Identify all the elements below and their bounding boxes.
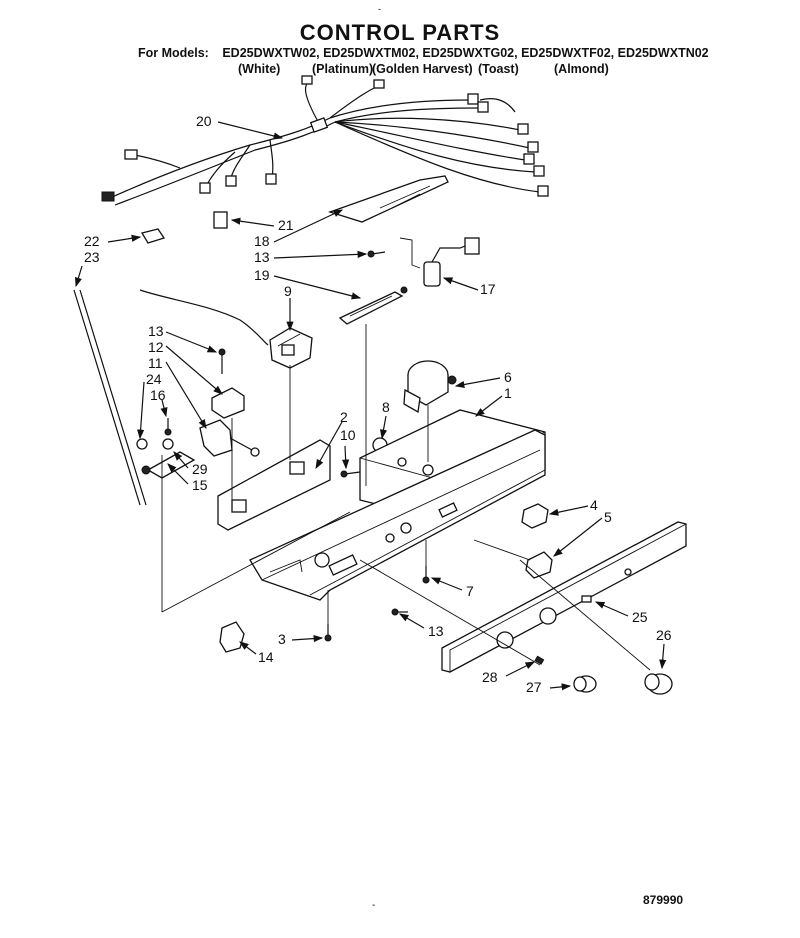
- color-golden-harvest: (Golden Harvest): [372, 62, 473, 76]
- clip-22: [140, 228, 166, 244]
- catalog-number: 879990: [643, 893, 684, 907]
- callout-14: 14: [258, 649, 274, 665]
- color-white: (White): [238, 62, 281, 76]
- callout-13: 13: [254, 249, 270, 265]
- callout-22: 22: [84, 233, 100, 249]
- callout-23: 23: [84, 249, 100, 265]
- guide-lines: [161, 324, 651, 671]
- model-list: For Models: ED25DWXTW02, ED25DWXTM02, ED…: [138, 46, 709, 60]
- wire-harness: [101, 75, 549, 206]
- callout-6: 6: [504, 369, 512, 385]
- callout-leaders: [74, 121, 667, 691]
- callout-11: 11: [148, 355, 163, 371]
- switch-4: [521, 503, 549, 529]
- page-mark: -: [372, 900, 376, 911]
- callout-13: 13: [148, 323, 164, 339]
- callout-2: 2: [340, 409, 348, 425]
- callout-27: 27: [526, 679, 542, 695]
- callout-20: 20: [196, 113, 212, 129]
- callout-18: 18: [254, 233, 270, 249]
- callout-7: 7: [466, 583, 474, 599]
- model-number: ED25DWXTN02: [617, 46, 709, 60]
- model-number: ED25DWXTW02,: [222, 46, 320, 60]
- callout-8: 8: [382, 399, 390, 415]
- control-console: [249, 429, 546, 601]
- clip-21: [213, 211, 228, 229]
- insert-28: [534, 655, 545, 665]
- sensor-tube: [338, 286, 408, 325]
- callout-26: 26: [656, 627, 672, 643]
- model-number: ED25DWXTG02,: [422, 46, 518, 60]
- callout-21: 21: [278, 217, 294, 233]
- mounting-plate: [217, 439, 331, 531]
- callout-19: 19: [254, 267, 270, 283]
- rod-23: [73, 289, 141, 506]
- model-number: ED25DWXTF02,: [521, 46, 615, 60]
- callout-12: 12: [148, 339, 164, 355]
- control-knob: [644, 673, 673, 695]
- hinge-parts: [136, 418, 196, 479]
- color-platinum: (Platinum): [312, 62, 374, 76]
- light-socket: [423, 237, 480, 287]
- models-label: For Models:: [138, 46, 209, 60]
- callout-13: 13: [428, 623, 444, 639]
- switch-5: [525, 551, 553, 579]
- callout-4: 4: [590, 497, 598, 513]
- clip-14: [219, 621, 245, 653]
- thermostat: [139, 289, 313, 369]
- callout-10: 10: [340, 427, 356, 443]
- color-toast: (Toast): [478, 62, 519, 76]
- control-shield: [327, 175, 449, 223]
- control-knob: [573, 675, 597, 693]
- callout-5: 5: [604, 509, 612, 525]
- color-almond: (Almond): [554, 62, 609, 76]
- top-mark: -: [378, 4, 381, 14]
- damper-motor: [403, 360, 457, 414]
- callout-labels: 20 21 18 13 22 23 19 17 9 13 12 11 24 16…: [84, 113, 672, 695]
- bracket: [199, 348, 260, 457]
- page-title: CONTROL PARTS: [299, 20, 501, 45]
- callout-16: 16: [150, 387, 166, 403]
- callout-28: 28: [482, 669, 498, 685]
- callout-25: 25: [632, 609, 648, 625]
- callout-29: 29: [192, 461, 208, 477]
- callout-15: 15: [192, 477, 208, 493]
- callout-24: 24: [146, 371, 162, 387]
- callout-3: 3: [278, 631, 286, 647]
- callout-17: 17: [480, 281, 496, 297]
- callout-1: 1: [504, 385, 512, 401]
- screw: [367, 250, 386, 258]
- callout-9: 9: [284, 283, 292, 299]
- model-number: ED25DWXTM02,: [323, 46, 419, 60]
